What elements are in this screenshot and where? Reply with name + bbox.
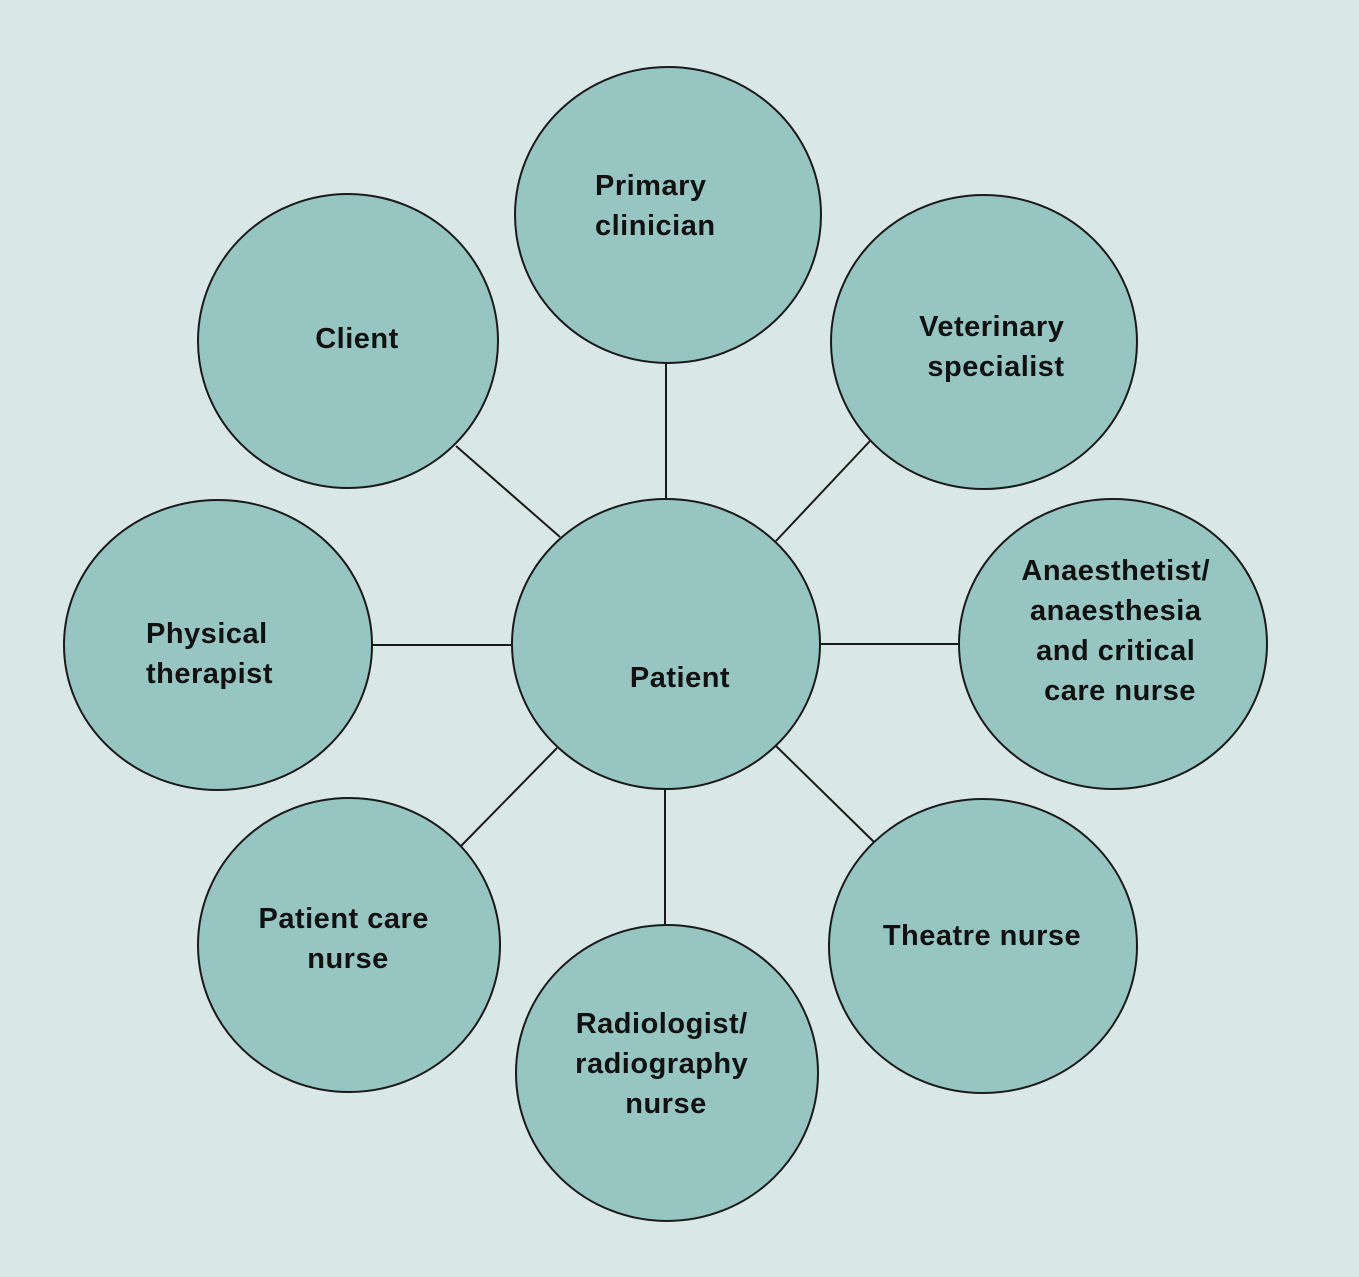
node-anaesthetist: Anaesthetist/ anaesthesia and critical c… [958,498,1268,790]
node-veterinary-specialist: Veterinary specialist [830,194,1138,490]
node-theatre-nurse-circle [828,798,1138,1094]
node-veterinary-specialist-circle [830,194,1138,490]
node-client-label: Client [315,323,399,355]
node-patient-care-nurse: Patient care nurse [197,797,501,1093]
node-primary-clinician: Primary clinician [514,66,822,364]
node-veterinary-specialist-label: Veterinary specialist [919,311,1073,383]
connector-veterinary-specialist [775,440,871,542]
node-theatre-nurse: Theatre nurse [828,798,1138,1094]
node-patient-label: Patient [630,662,730,694]
node-anaesthetist-label: Anaesthetist/ anaesthesia and critical c… [1021,555,1218,707]
connector-client [455,445,561,538]
connectors [372,362,961,927]
node-patient-care-nurse-label: Patient care nurse [259,903,438,975]
node-primary-clinician-label: Primary clinician [595,170,716,242]
node-theatre-nurse-label: Theatre nurse [883,920,1081,952]
connector-theatre-nurse [775,745,875,843]
node-primary-clinician-circle [514,66,822,364]
node-client: Client [197,193,499,489]
node-radiologist-label: Radiologist/ radiography nurse [575,1008,757,1120]
node-patient-care-nurse-circle [197,797,501,1093]
node-patient-circle [511,498,821,790]
node-radiologist-circle [515,924,819,1222]
node-physical-therapist-label: Physical therapist [146,618,276,690]
node-radiologist: Radiologist/ radiography nurse [515,924,819,1222]
node-anaesthetist-circle [958,498,1268,790]
node-physical-therapist: Physical therapist [63,499,373,791]
node-client-circle [197,193,499,489]
node-patient: Patient [511,498,821,790]
connector-patient-care-nurse [460,747,558,847]
node-physical-therapist-circle [63,499,373,791]
